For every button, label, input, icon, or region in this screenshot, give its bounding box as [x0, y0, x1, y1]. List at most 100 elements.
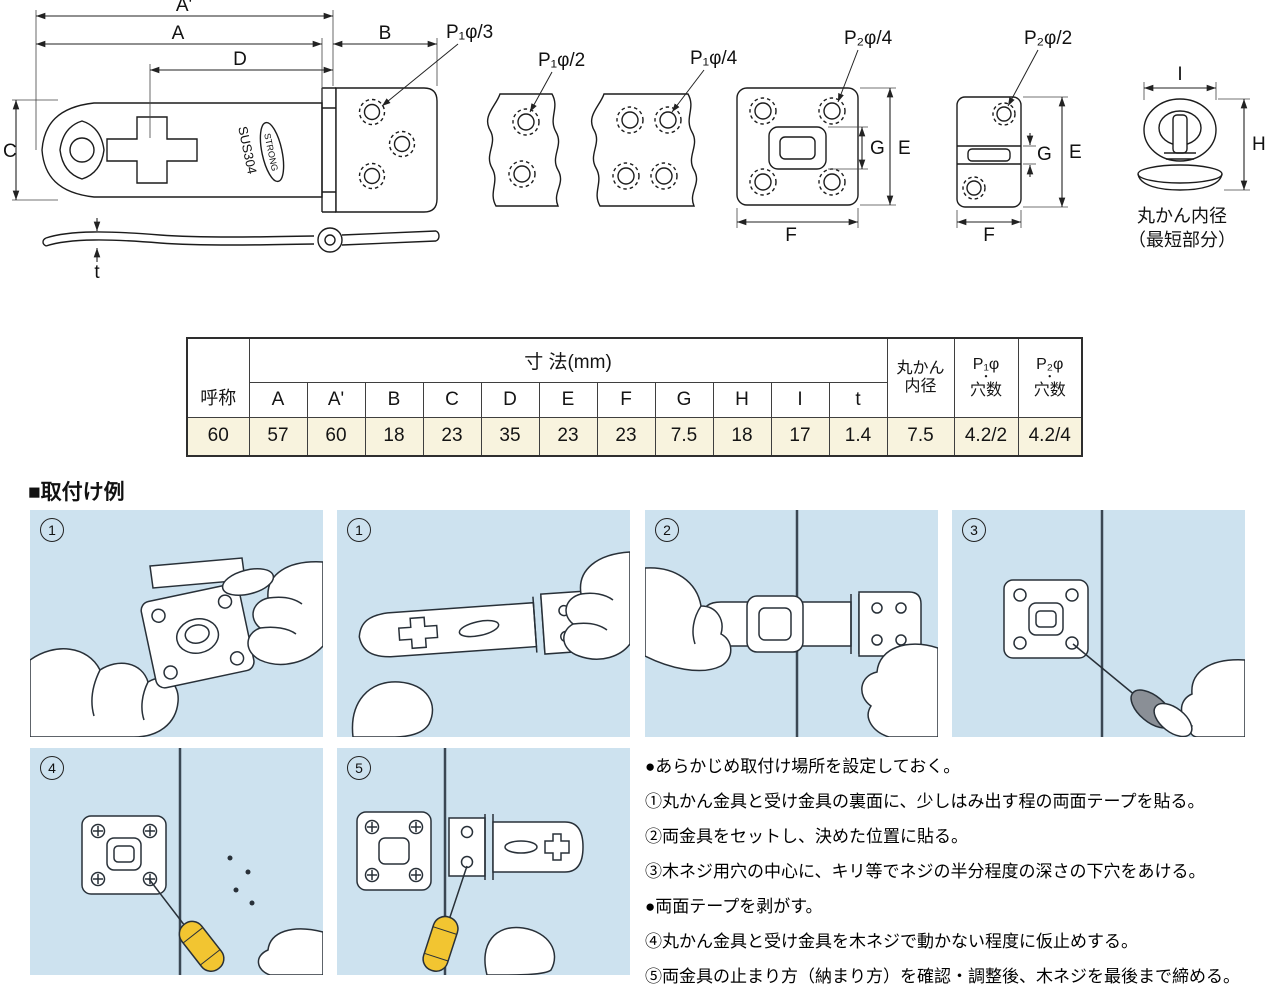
cell-value: 57: [248, 416, 308, 457]
hole-label-p2-2: P₂φ/2: [1024, 28, 1072, 49]
hand-icon: [1153, 659, 1245, 737]
dimension-lines: [12, 10, 1250, 262]
cell-value: 7.5: [886, 416, 955, 457]
dim-label-f-big: F: [785, 225, 797, 246]
keeper-mounted: [356, 811, 432, 891]
col-header-dim: I: [770, 381, 830, 418]
col-header-name: 呼称: [186, 337, 250, 418]
hand-icon: [257, 928, 323, 975]
dim-label-e-big: E: [898, 138, 911, 159]
step-badge: 1: [40, 518, 64, 542]
ring-caption-1: 丸かん内径: [1137, 206, 1227, 226]
keeper-plate-2hole: [956, 96, 1022, 208]
cell-value: 60: [306, 416, 366, 457]
hole-label-p1-4: P₁φ/4: [690, 48, 738, 69]
cell-value: 7.5: [654, 416, 714, 457]
dim-label-e-small: E: [1069, 142, 1082, 163]
hasp-side-view: [42, 227, 440, 253]
hole-label-p1-2: P₁φ/2: [538, 50, 585, 71]
hand-left-icon: [645, 567, 732, 672]
install-panel-6: 5: [337, 748, 630, 975]
step-badge: 3: [962, 518, 986, 542]
instruction-line: ④丸かん金具と受け金具を木ネジで動かない程度に仮止めする。: [645, 932, 1138, 951]
screwdriver-icon: [148, 878, 225, 972]
hasp-top-view: [41, 87, 438, 213]
dim-label-a: A: [172, 23, 185, 44]
keeper-plate: [81, 815, 167, 895]
panel-illustration-6: [356, 748, 584, 975]
col-header-dim: D: [480, 381, 540, 418]
hand-left-icon: [30, 648, 179, 737]
cell-value: 18: [712, 416, 772, 457]
cell-value: 17: [770, 416, 830, 457]
p2-header-dot: ・: [1044, 371, 1056, 384]
hasp-mounted: [448, 814, 584, 880]
p1-header-dot: ・: [980, 371, 992, 384]
instruction-line: ⑤両金具の止まり方（納まり方）を確認・調整後、木ネジを最後まで締める。: [645, 967, 1240, 986]
hasp-part: [358, 590, 603, 658]
dim-label-i: I: [1177, 64, 1182, 85]
panel-illustration-1: [30, 557, 323, 737]
hand-right-icon: [221, 561, 323, 666]
dim-label-t: t: [94, 262, 100, 283]
step-badge: 5: [347, 756, 371, 780]
install-panel-5: 4: [30, 748, 323, 975]
col-header-p2: P₂φ ・ 穴数: [1017, 337, 1083, 418]
section-title: ■取付け例: [28, 481, 125, 504]
dim-label-f-small: F: [983, 225, 995, 246]
install-panel-4: 3: [952, 510, 1245, 737]
panel-illustration-3: [645, 510, 938, 737]
p1-header-line2: 穴数: [969, 382, 1002, 400]
dim-label-h: H: [1252, 134, 1265, 155]
step-badge: 2: [655, 518, 679, 542]
instruction-line: ●あらかじめ取付け場所を設定しておく。: [645, 757, 961, 776]
pilot-hole-dots: [227, 855, 255, 906]
swivel-ring: [1137, 98, 1223, 191]
hole-label-p1-3: P₁φ/3: [446, 22, 493, 43]
dim-label-d: D: [233, 49, 247, 70]
hasp-assembled: [702, 591, 922, 657]
panel-illustration-4: [1003, 510, 1245, 737]
install-panel-1: 1: [30, 510, 323, 737]
p1-header-line1: P₁φ: [972, 355, 1000, 373]
cell-value: 23: [538, 416, 598, 457]
hand-icon: [484, 926, 556, 975]
install-panel-3: 2: [645, 510, 938, 737]
instruction-line: ●両面テープを剥がす。: [645, 897, 823, 916]
step-badge: 1: [347, 518, 371, 542]
cell-value: 23: [422, 416, 482, 457]
dim-label-b: B: [379, 23, 392, 44]
cell-value: 4.2/2: [953, 416, 1019, 457]
ring-caption-2: （最短部分）: [1128, 230, 1236, 250]
p2-header-line1: P₂φ: [1036, 355, 1064, 373]
dim-label-g-big: G: [870, 138, 885, 159]
dimensions-table: 呼称 寸 法(mm) 丸かん 内径 P₁φ ・ 穴数 P₂φ ・ 穴数 A A'…: [186, 337, 1083, 457]
cell-value: 18: [364, 416, 424, 457]
col-header-dim: t: [828, 381, 888, 418]
step-badge: 4: [40, 756, 64, 780]
keeper-plate-4hole: [736, 87, 859, 206]
col-header-p1: P₁φ ・ 穴数: [953, 337, 1019, 418]
dim-label-g-small: G: [1037, 144, 1052, 165]
col-header-dim: G: [654, 381, 714, 418]
plate-fragment-2hole: [486, 93, 562, 207]
hand-left-icon: [351, 681, 434, 737]
plate-fragment-4hole: [590, 93, 698, 207]
p2-header-line2: 穴数: [1033, 382, 1066, 400]
col-header-dim: B: [364, 381, 424, 418]
col-header-dim: F: [596, 381, 656, 418]
panel-illustration-2: [351, 551, 630, 737]
instruction-line: ③木ネジ用穴の中心に、キリ等でネジの半分程度の深さの下穴をあける。: [645, 862, 1206, 881]
install-panel-2: 1: [337, 510, 630, 737]
instruction-line: ①丸かん金具と受け金具の裏面に、少しはみ出す程の両面テープを貼る。: [645, 792, 1205, 811]
keeper-plate: [140, 583, 255, 689]
cell-value: 60: [186, 416, 250, 457]
hole-label-p2-4: P₂φ/4: [844, 28, 893, 49]
hand-right-icon: [563, 551, 630, 660]
col-header-ring: 丸かん 内径: [886, 337, 955, 418]
table-row: 60 57 60 18 23 35 23 23 7.5 18 17 1.4 7.…: [186, 416, 1083, 457]
keeper-plate: [1003, 579, 1089, 659]
size-header: 寸 法(mm): [248, 337, 888, 383]
cell-value: 1.4: [828, 416, 888, 457]
